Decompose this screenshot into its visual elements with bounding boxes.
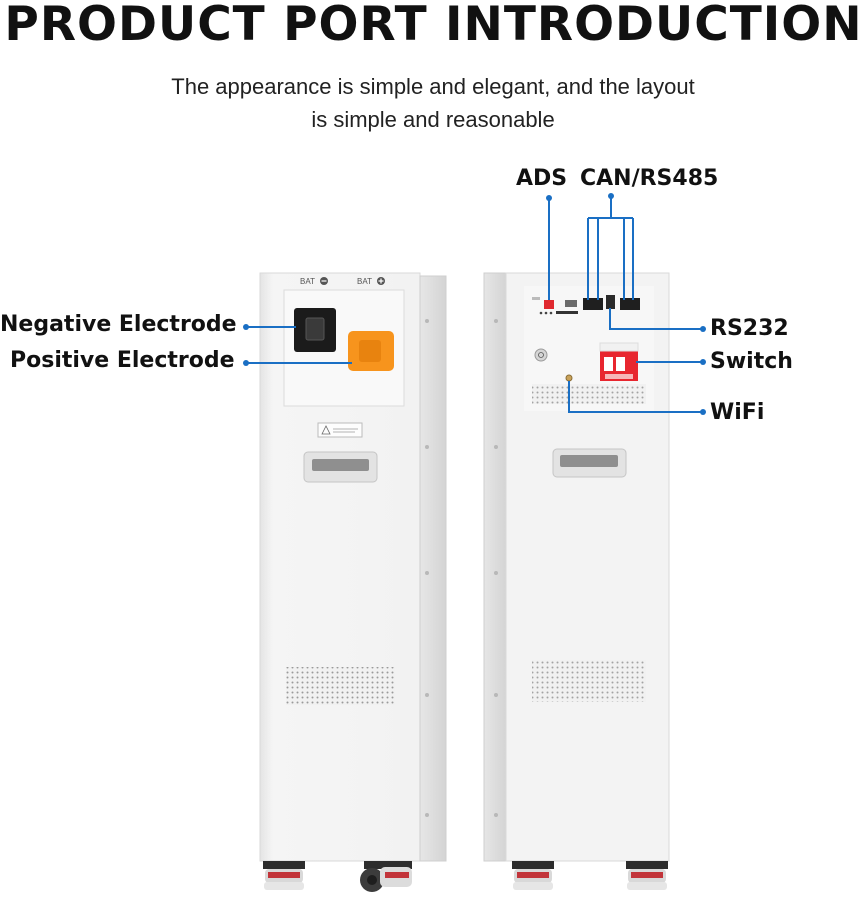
subtitle-line-2: is simple and reasonable	[311, 107, 555, 132]
callout-dots	[243, 193, 706, 415]
ads-dip-switch	[544, 300, 554, 309]
status-connector	[565, 300, 577, 307]
rear-foot-right	[626, 861, 668, 890]
can-port	[583, 298, 603, 310]
rear-foot-left	[512, 861, 554, 890]
power-icon	[538, 352, 544, 358]
label-positive-electrode: Positive Electrode	[10, 348, 235, 373]
screw-icon	[425, 693, 429, 697]
screw-icon	[425, 813, 429, 817]
warning-triangle-icon	[321, 425, 331, 435]
screw-icon	[494, 319, 498, 323]
page-title: PRODUCT PORT INTRODUCTION	[4, 0, 863, 52]
label-switch: Switch	[710, 349, 793, 374]
warning-label	[317, 422, 363, 438]
rear-lower-vent	[532, 660, 646, 702]
rear-handle-grip	[560, 455, 618, 467]
front-foot-left	[263, 861, 305, 890]
wifi-antenna-port	[565, 374, 573, 382]
screw-icon	[494, 571, 498, 575]
led-indicator-row	[539, 311, 578, 315]
page-subtitle: The appearance is simple and elegant, an…	[0, 70, 867, 136]
breaker-switch	[599, 342, 639, 381]
bat-negative-text: BAT	[300, 277, 315, 286]
label-rs232: RS232	[710, 316, 789, 341]
bat-positive-text: BAT	[357, 277, 372, 286]
front-battery-unit	[259, 272, 447, 892]
label-ads: ADS	[516, 166, 568, 191]
screw-icon	[425, 445, 429, 449]
front-unit-side-panel	[419, 275, 447, 862]
front-handle-grip	[312, 459, 369, 471]
rear-unit-side-panel	[483, 272, 507, 862]
screw-icon	[425, 319, 429, 323]
label-can-rs485: CAN/RS485	[580, 166, 719, 191]
rs485-port	[620, 298, 640, 310]
screw-icon	[494, 445, 498, 449]
positive-terminal-socket	[359, 340, 381, 362]
front-caster-wheel	[360, 861, 412, 892]
screw-icon	[494, 813, 498, 817]
screw-icon	[425, 571, 429, 575]
power-button	[534, 348, 548, 362]
negative-terminal-socket	[305, 317, 325, 341]
label-negative-electrode: Negative Electrode	[0, 312, 237, 337]
callout-lines	[246, 198, 703, 413]
subtitle-line-1: The appearance is simple and elegant, an…	[171, 74, 695, 99]
rear-battery-unit	[483, 272, 670, 890]
rs232-port	[606, 295, 615, 309]
rear-upper-vent	[532, 384, 646, 404]
label-wifi: WiFi	[710, 400, 765, 425]
front-vent	[286, 667, 395, 705]
screw-icon	[494, 693, 498, 697]
